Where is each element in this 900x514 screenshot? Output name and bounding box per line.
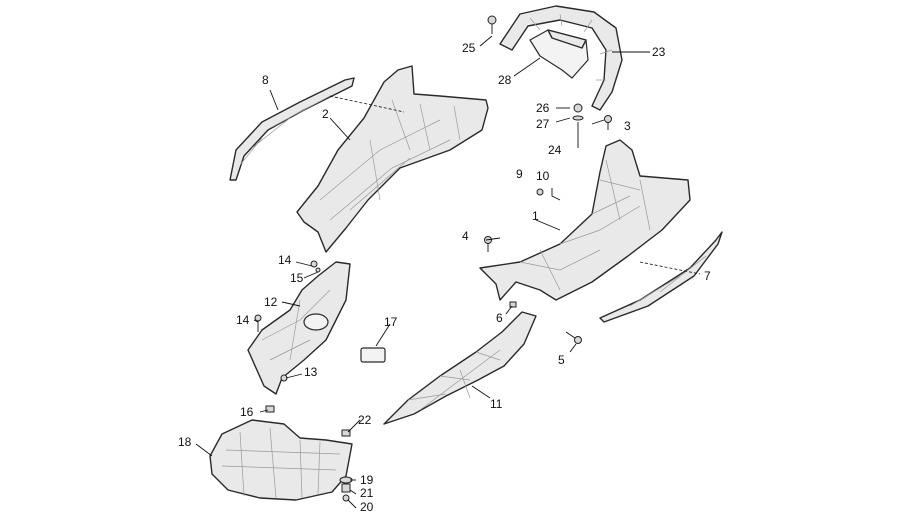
screw-4-icon[interactable]	[484, 236, 492, 253]
part-28-handle-insert[interactable]	[529, 29, 589, 79]
fastener-19-20-21-icon[interactable]	[339, 476, 353, 502]
clip-6-icon[interactable]	[509, 301, 517, 308]
screw-3-icon[interactable]	[604, 115, 612, 131]
callout-15: 15	[290, 271, 304, 285]
callout-14-lower: 14	[236, 313, 250, 327]
screw-14-upper-icon[interactable]	[310, 260, 318, 268]
callout-10: 10	[536, 169, 550, 183]
callout-12: 12	[264, 295, 278, 309]
part-12-floor-panel[interactable]	[247, 261, 351, 395]
callout-9: 9	[516, 167, 523, 181]
callout-4: 4	[462, 229, 469, 243]
leader-lines	[195, 35, 701, 509]
part-17-pad[interactable]	[360, 347, 386, 363]
callout-5: 5	[558, 353, 565, 367]
callout-26: 26	[536, 101, 550, 115]
screw-14-lower-icon[interactable]	[254, 314, 262, 332]
part-8-trim-strip[interactable]	[229, 77, 355, 181]
callout-21: 21	[360, 486, 374, 500]
callout-24: 24	[548, 143, 562, 157]
clip-22-icon[interactable]	[341, 429, 351, 437]
part-11-floor-panel[interactable]	[383, 311, 537, 425]
callout-28: 28	[498, 73, 512, 87]
callout-22: 22	[358, 413, 372, 427]
screw-9-10-icon[interactable]	[536, 188, 544, 196]
clip-16-icon[interactable]	[265, 405, 275, 413]
callout-8: 8	[262, 73, 269, 87]
callout-2: 2	[322, 107, 329, 121]
callout-11: 11	[490, 397, 503, 411]
callout-17: 17	[384, 315, 398, 329]
callout-23: 23	[652, 45, 666, 59]
callout-19: 19	[360, 473, 374, 487]
screw-25-icon[interactable]	[487, 15, 497, 34]
part-7-trim-strip[interactable]	[599, 231, 723, 323]
callout-16: 16	[240, 405, 254, 419]
callout-7: 7	[704, 269, 711, 283]
bolt-24-icon[interactable]	[572, 103, 584, 148]
callout-6: 6	[496, 311, 503, 325]
callout-14-upper: 14	[278, 253, 292, 267]
clip-15-icon[interactable]	[315, 267, 321, 273]
part-2-side-panel[interactable]	[296, 65, 489, 253]
part-18-under-tray[interactable]	[209, 419, 353, 501]
callout-27: 27	[536, 117, 550, 131]
callout-1: 1	[532, 209, 539, 223]
part-23-grab-handle[interactable]	[499, 5, 623, 111]
callout-13: 13	[304, 365, 318, 379]
part-1-side-panel[interactable]	[479, 139, 691, 301]
callout-20: 20	[360, 500, 374, 514]
screw-5-icon[interactable]	[565, 331, 582, 344]
callout-3: 3	[624, 119, 631, 133]
callout-labels: 8 2 25 23 28 26 27 3 24 9 10 1 4 7 14 15…	[178, 41, 711, 514]
callout-25: 25	[462, 41, 476, 55]
callout-18: 18	[178, 435, 192, 449]
